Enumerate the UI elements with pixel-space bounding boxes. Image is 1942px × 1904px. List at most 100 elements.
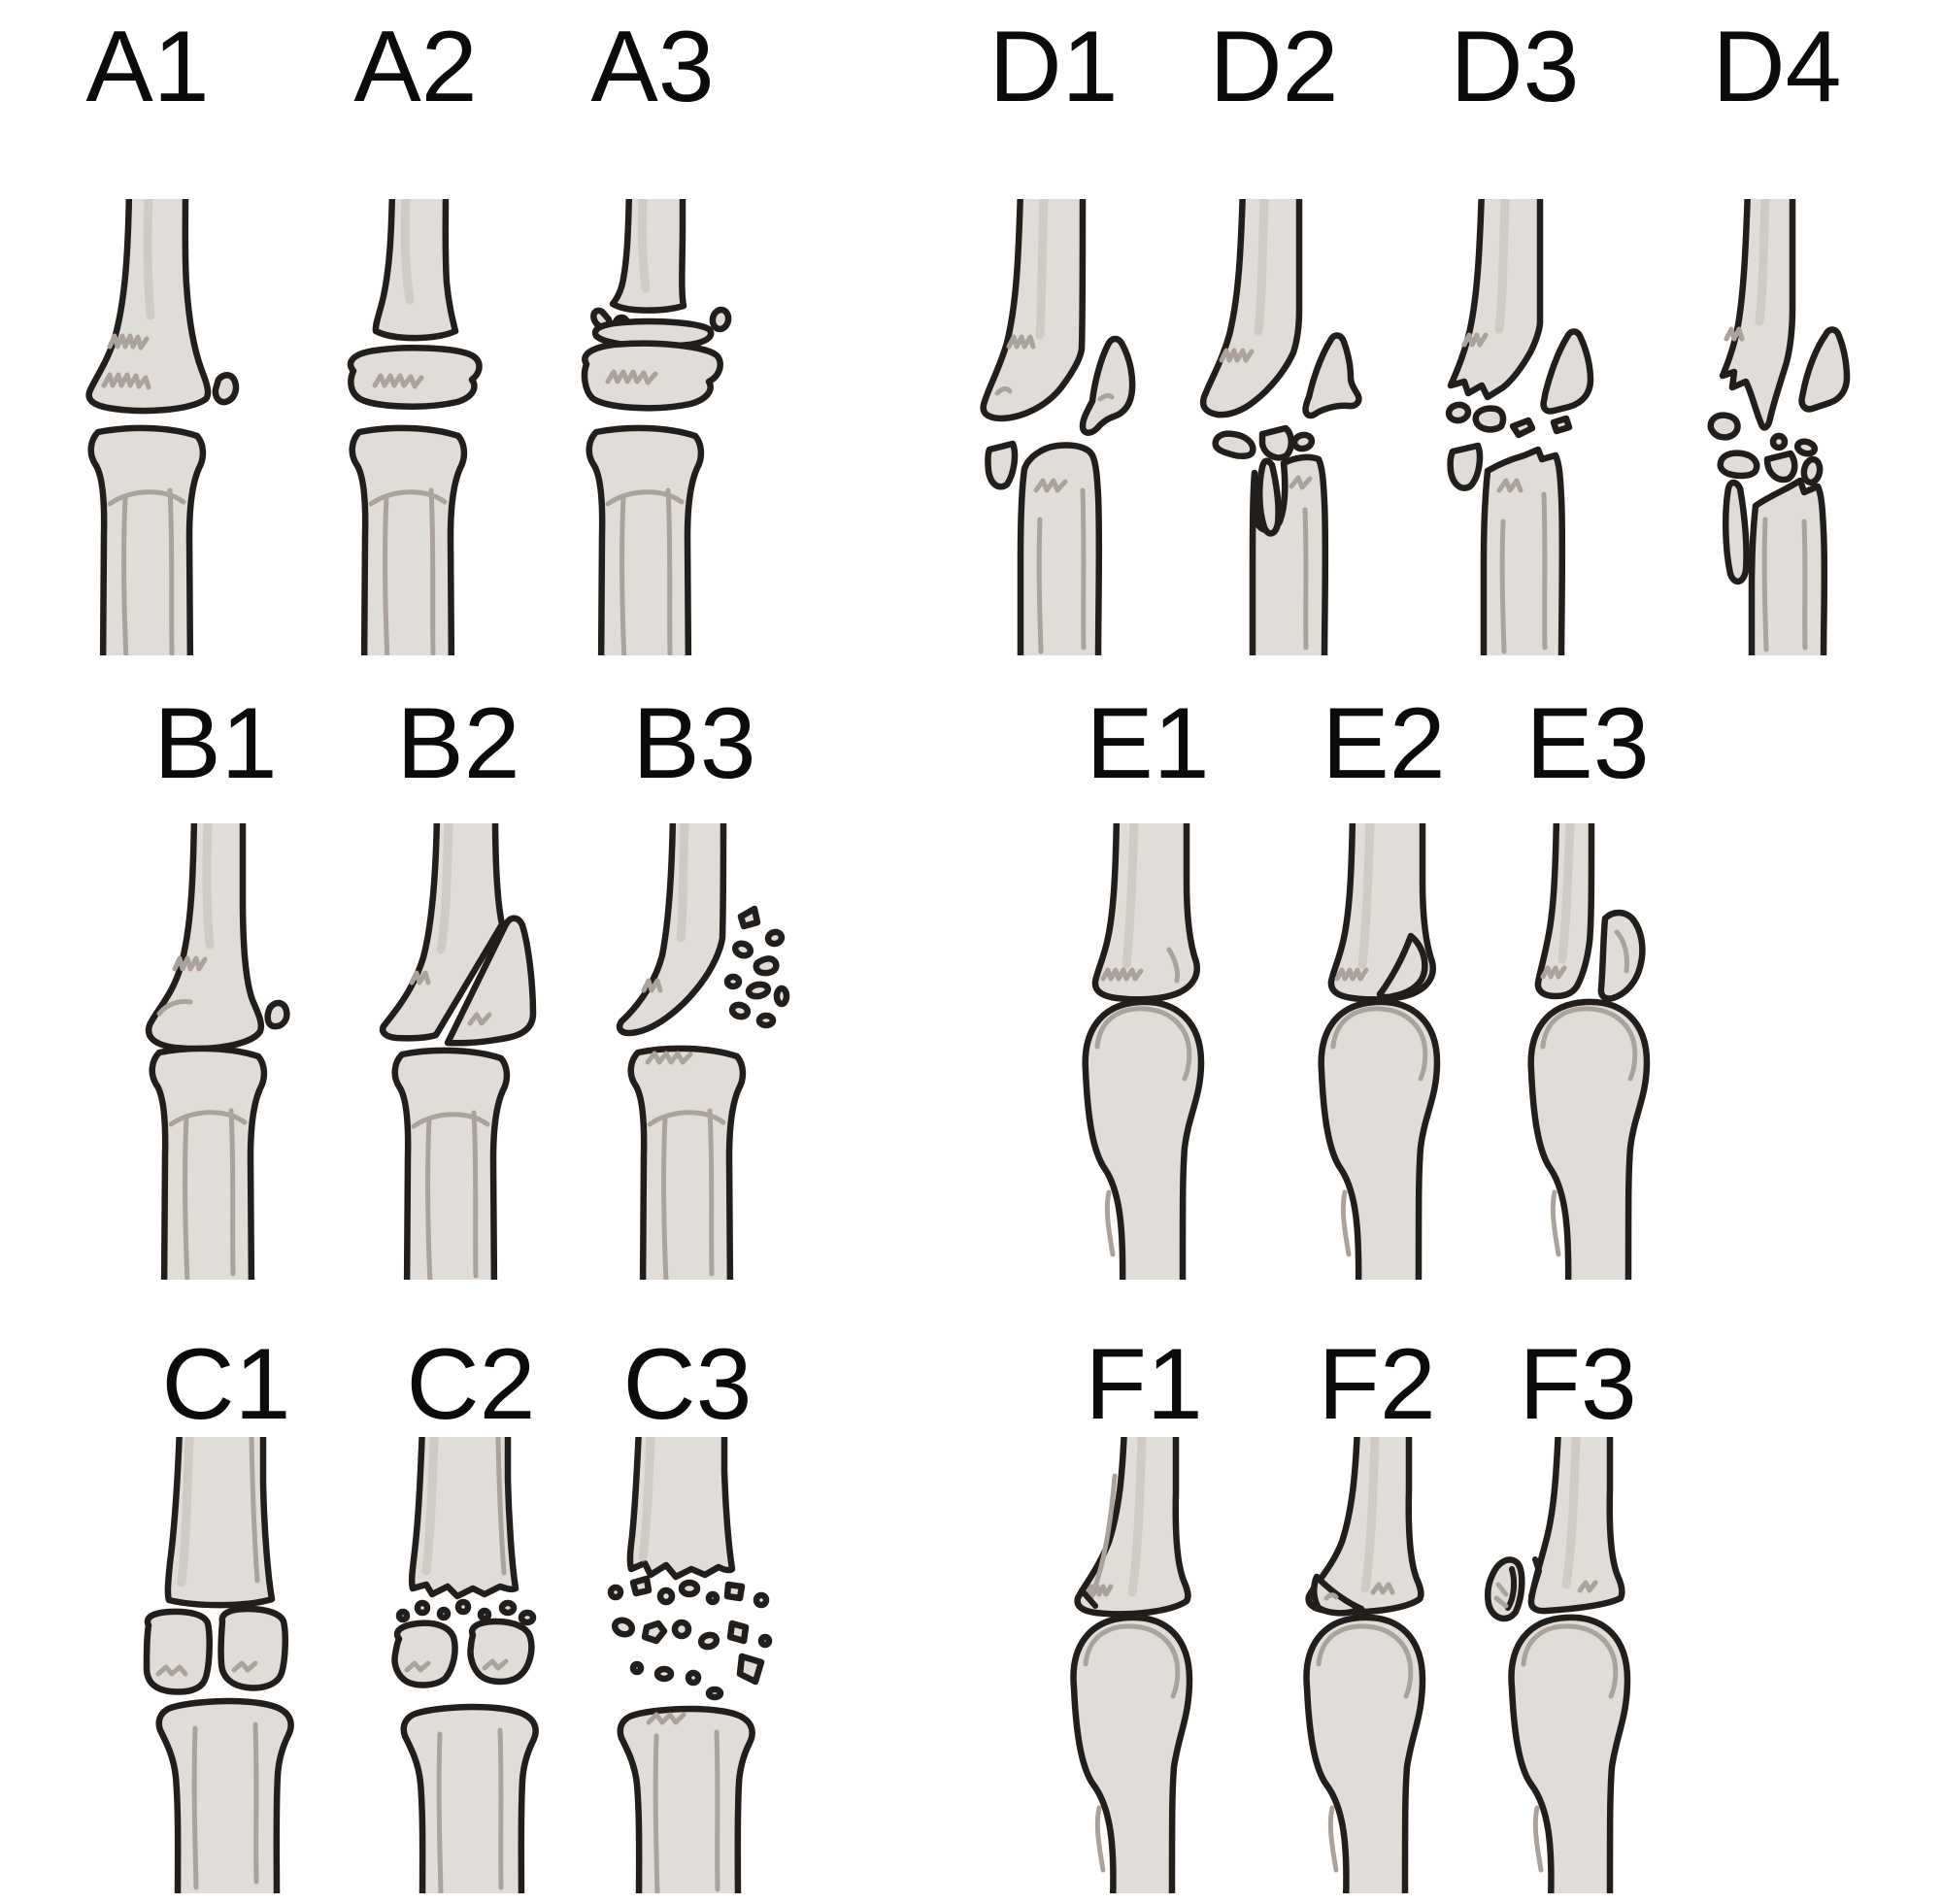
proximal-bone [91, 428, 203, 655]
illustration-e3 [1481, 823, 1694, 1280]
illustration-b3 [616, 823, 790, 1280]
panel-a1: A1 [41, 15, 254, 655]
proximal-bone [1722, 477, 1828, 655]
avulsion-fragment [212, 372, 240, 406]
panel-e3: E3 [1481, 691, 1694, 1280]
proximal-bone [404, 1707, 536, 1893]
proximal-bone [631, 1049, 743, 1280]
label-b3: B3 [632, 687, 756, 800]
distal-bone [164, 1437, 276, 1609]
label-e2: E2 [1322, 687, 1446, 800]
proximal-bone [159, 1701, 291, 1893]
illustration-e1 [1041, 823, 1255, 1280]
condylar-fragment [1597, 909, 1646, 1002]
distal-bone [1447, 199, 1544, 401]
illustration-b1 [145, 823, 290, 1280]
label-d1: D1 [988, 11, 1119, 123]
distal-bone [609, 199, 687, 314]
panel-c3: C3 [581, 1332, 794, 1893]
panel-b3: B3 [587, 691, 801, 1280]
distal-bone [408, 1437, 519, 1600]
separated-epiphysis-fragment [347, 345, 483, 410]
oblique-fragment [1302, 332, 1362, 419]
distal-bone [1527, 1437, 1625, 1615]
proximal-bone [589, 428, 701, 655]
illustration-b2 [379, 823, 537, 1280]
oblique-fragment [1798, 326, 1851, 413]
label-f3: F3 [1519, 1328, 1637, 1441]
wedge-fragment [444, 915, 537, 1047]
illustration-a2 [347, 199, 483, 655]
illustration-f3 [1484, 1437, 1685, 1893]
panel-b2: B2 [352, 691, 565, 1280]
comminuted-fragments [607, 1575, 773, 1701]
panel-c1: C1 [119, 1332, 333, 1893]
proximal-bone [1086, 1002, 1201, 1280]
label-b1: B1 [153, 687, 278, 800]
oblique-fragment [1079, 335, 1136, 436]
label-c3: C3 [622, 1328, 753, 1441]
illustration-d4 [1707, 199, 1851, 655]
oblique-fragment [1540, 328, 1594, 435]
proximal-bone [1531, 1002, 1647, 1280]
distal-bone [1199, 199, 1303, 418]
proximal-bone [985, 440, 1103, 655]
label-d4: D4 [1712, 11, 1842, 123]
panel-a2: A2 [309, 15, 522, 655]
illustration-d2 [1199, 199, 1362, 655]
corner-fragment [1484, 1556, 1525, 1622]
proximal-bone [152, 1049, 264, 1280]
label-a2: A2 [353, 11, 478, 123]
distal-bone [980, 199, 1087, 422]
distal-bone [85, 199, 212, 415]
label-d3: D3 [1450, 11, 1580, 123]
label-f1: F1 [1085, 1328, 1203, 1441]
distal-bone [626, 1437, 736, 1581]
panel-d2: D2 [1167, 15, 1381, 655]
comminuted-fragments [391, 1598, 537, 1688]
label-e1: E1 [1086, 687, 1210, 800]
distal-bone [145, 823, 265, 1052]
panel-d3: D3 [1408, 15, 1622, 655]
panel-e1: E1 [1041, 691, 1255, 1280]
distal-bone [372, 199, 459, 342]
illustration-c3 [607, 1437, 773, 1893]
distal-bone [1305, 1437, 1424, 1616]
avulsion-fragment [264, 999, 290, 1030]
distal-bone [1534, 823, 1595, 1000]
label-c1: C1 [161, 1328, 291, 1441]
intermediate-fragments [1212, 424, 1316, 461]
panel-f3: F3 [1471, 1332, 1685, 1893]
illustration-a3 [581, 199, 732, 655]
corner-fragment [1311, 1573, 1365, 1617]
intermediate-fragments [1445, 401, 1536, 439]
illustration-f1 [1037, 1437, 1251, 1893]
panel-e2: E2 [1277, 691, 1490, 1280]
intermediate-fragments [1707, 412, 1824, 486]
proximal-bone [620, 1709, 753, 1893]
panel-a3: A3 [546, 15, 759, 655]
label-b2: B2 [396, 687, 520, 800]
label-e3: E3 [1525, 687, 1650, 800]
proximal-bone [352, 428, 464, 655]
illustration-f2 [1270, 1437, 1484, 1893]
panel-c2: C2 [364, 1332, 578, 1893]
illustration-d3 [1445, 199, 1594, 655]
illustration-c1 [143, 1437, 333, 1893]
distal-bone [379, 823, 506, 1042]
comminuted-fragments [581, 306, 732, 412]
illustration-d1 [980, 199, 1136, 655]
proximal-bone [395, 1051, 507, 1280]
proximal-bone [1073, 1618, 1189, 1893]
proximal-bone [1249, 453, 1329, 655]
distal-bone [1074, 1437, 1191, 1618]
label-d2: D2 [1209, 11, 1339, 123]
distal-bone [616, 823, 727, 1037]
label-f2: F2 [1318, 1328, 1436, 1441]
split-fragments [143, 1605, 288, 1695]
panel-d4: D4 [1670, 15, 1884, 655]
illustration-c2 [391, 1437, 578, 1893]
proximal-bone [1322, 1002, 1437, 1280]
comminuted-fragments [723, 905, 790, 1029]
